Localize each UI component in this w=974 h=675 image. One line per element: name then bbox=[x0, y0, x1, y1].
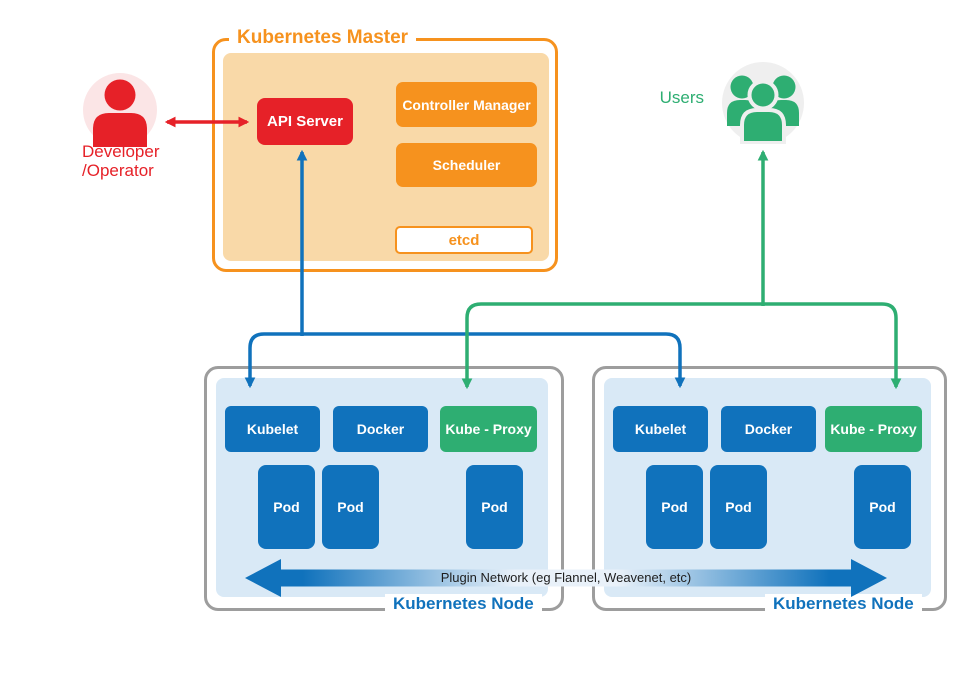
users-label: Users bbox=[659, 88, 704, 107]
node-1-pod-1: Pod bbox=[258, 465, 315, 549]
developer-label-line1: Developer bbox=[82, 142, 160, 161]
kubernetes-master-box: Kubernetes Master API Server Controller … bbox=[212, 27, 558, 272]
node-2-kubelet-box: Kubelet bbox=[613, 406, 708, 452]
plugin-network-label: Plugin Network (eg Flannel, Weavenet, et… bbox=[440, 570, 692, 585]
node-2-pod-1: Pod bbox=[646, 465, 703, 549]
node-2-pod-3: Pod bbox=[854, 465, 911, 549]
node-1-pod-3: Pod bbox=[466, 465, 523, 549]
developer-icon bbox=[83, 73, 157, 147]
scheduler-box: Scheduler bbox=[396, 143, 537, 187]
api-server-box: API Server bbox=[257, 98, 353, 145]
node-1-kubelet-box: Kubelet bbox=[225, 406, 320, 452]
people-group-icon bbox=[727, 75, 799, 144]
developer-label: Developer /Operator bbox=[82, 142, 160, 180]
person-icon bbox=[93, 79, 147, 147]
node-1-docker-box: Docker bbox=[333, 406, 428, 452]
etcd-box: etcd bbox=[395, 226, 533, 254]
master-title: Kubernetes Master bbox=[229, 27, 417, 49]
node-1-label: Kubernetes Node bbox=[385, 594, 542, 614]
node-1-kube-proxy-box: Kube - Proxy bbox=[440, 406, 537, 452]
controller-manager-box: Controller Manager bbox=[396, 82, 537, 127]
node-2-docker-box: Docker bbox=[721, 406, 816, 452]
node-2-kube-proxy-box: Kube - Proxy bbox=[825, 406, 922, 452]
node-1-pod-2: Pod bbox=[322, 465, 379, 549]
node-2-label: Kubernetes Node bbox=[765, 594, 922, 614]
users-icon bbox=[722, 62, 804, 144]
developer-label-line2: /Operator bbox=[82, 161, 154, 180]
node-2-pod-2: Pod bbox=[710, 465, 767, 549]
